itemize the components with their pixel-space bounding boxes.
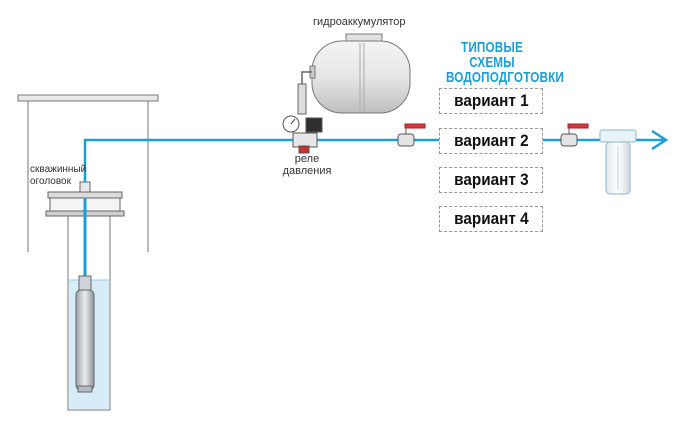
main-pipe — [83, 138, 665, 182]
variant-1-label: вариант 1 — [453, 91, 529, 110]
accumulator-tank — [309, 33, 411, 114]
relay-box — [305, 117, 323, 133]
pressure-switch-assembly — [282, 115, 323, 154]
water-filter — [599, 129, 637, 195]
variant-3-label: вариант 3 — [453, 170, 529, 189]
variant-2-label: вариант 2 — [453, 131, 529, 150]
variant-4-label: вариант 4 — [453, 209, 529, 228]
schemes-title-line-2: ВОДОПОДГОТОВКИ — [445, 69, 564, 86]
variant-4-button[interactable]: вариант 4 — [439, 206, 543, 232]
schemes-title-line-1: ТИПОВЫЕ СХЕМЫ — [461, 39, 523, 71]
variant-3-button[interactable]: вариант 3 — [439, 167, 543, 193]
tank-connection-pipe — [297, 71, 312, 115]
accumulator-label: гидроаккумулятор — [313, 16, 406, 28]
variant-1-button[interactable]: вариант 1 — [439, 88, 543, 114]
ball-valve-2 — [560, 123, 589, 147]
submersible-pump — [75, 275, 95, 393]
variant-2-button[interactable]: вариант 2 — [439, 128, 543, 154]
building-outline — [17, 94, 159, 252]
flow-arrow-icon — [651, 129, 669, 151]
wellhead-label: скважинный оголовок — [30, 164, 87, 187]
relay-label: реле давления — [282, 153, 332, 177]
ball-valve-1 — [397, 123, 426, 147]
schemes-title: ТИПОВЫЕ СХЕМЫ ВОДОПОДГОТОВКИ — [445, 39, 564, 86]
